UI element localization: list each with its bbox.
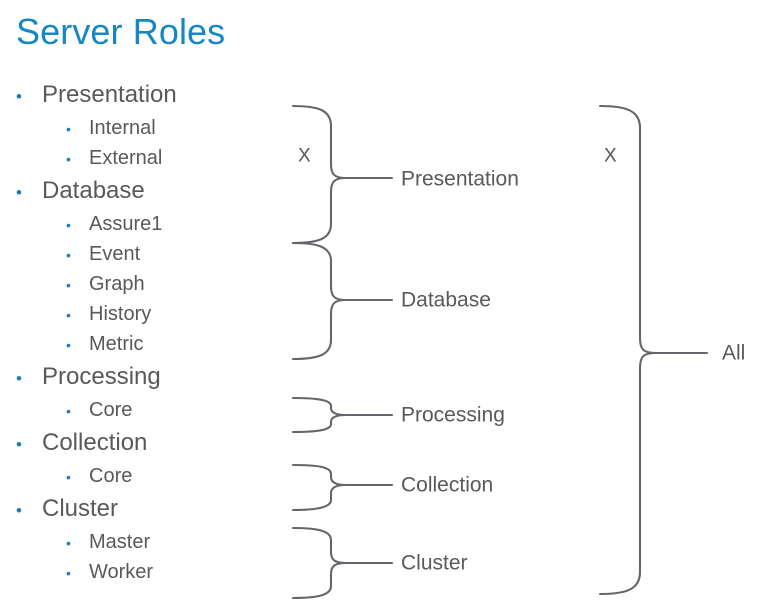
outline-item-label: Database <box>42 177 145 204</box>
group-label-presentation: Presentation <box>401 167 519 191</box>
outline-item-level1: • Collection <box>0 426 285 462</box>
outline-item-level2: • Assure1 <box>0 210 285 240</box>
outline-item-label: History <box>89 303 152 325</box>
bullet-icon: • <box>66 247 71 263</box>
outline-item-level1: • Database <box>0 174 285 210</box>
group-label-collection: Collection <box>401 473 494 497</box>
outline-item-level2: • External <box>0 144 285 174</box>
outline-item-label: Core <box>89 465 133 487</box>
outline-item-label: Assure1 <box>89 213 163 235</box>
outline-item-label: Master <box>89 531 151 553</box>
brace-database <box>291 241 348 361</box>
outline-item-label: Worker <box>89 561 154 583</box>
bullet-icon: • <box>66 217 71 233</box>
bullet-icon: • <box>66 565 71 581</box>
bullet-icon: • <box>66 121 71 137</box>
bullet-icon: • <box>66 469 71 485</box>
outline-item-label: Internal <box>89 117 156 139</box>
bullet-icon: • <box>16 435 22 454</box>
outline-item-level2: • History <box>0 300 285 330</box>
bullet-icon: • <box>66 403 71 419</box>
outline-item-level2: • Metric <box>0 330 285 360</box>
bullet-icon: • <box>16 501 22 520</box>
bullet-icon: • <box>66 307 71 323</box>
outline-item-label: Processing <box>42 363 161 390</box>
multiplier-label-column1: X <box>298 145 311 167</box>
brace-collection <box>291 463 348 512</box>
brace-processing <box>291 396 348 434</box>
outline-item-label: Cluster <box>42 495 119 522</box>
outline-item-level2: • Worker <box>0 558 285 588</box>
outline-item-label: External <box>89 147 163 169</box>
bullet-icon: • <box>16 183 22 202</box>
bullet-icon: • <box>16 87 22 106</box>
bullet-icon: • <box>66 151 71 167</box>
outline-item-level1: • Cluster <box>0 492 285 528</box>
outline-item-label: Collection <box>42 429 148 456</box>
outline-item-level1: • Processing <box>0 360 285 396</box>
group-label-processing: Processing <box>401 403 505 427</box>
bullet-icon: • <box>66 277 71 293</box>
multiplier-label-column2: X <box>604 145 617 167</box>
outline-item-level2: • Master <box>0 528 285 558</box>
outline-item-level2: • Event <box>0 240 285 270</box>
group-label-cluster: Cluster <box>401 551 468 575</box>
brace-cluster <box>291 526 348 600</box>
bullet-icon: • <box>66 535 71 551</box>
outline-item-level1: • Presentation <box>0 78 285 114</box>
outline-item-label: Core <box>89 399 133 421</box>
brace-presentation <box>291 104 348 245</box>
group-label-database: Database <box>401 288 491 312</box>
outline-item-label: Graph <box>89 273 145 295</box>
outline-item-label: Event <box>89 243 141 265</box>
outline-item-level2: • Core <box>0 462 285 492</box>
outline-item-label: Metric <box>89 333 144 355</box>
outline-item-level2: • Internal <box>0 114 285 144</box>
outline-item-level2: • Graph <box>0 270 285 300</box>
page-title: Server Roles <box>16 11 226 52</box>
outline-item-level2: • Core <box>0 396 285 426</box>
bullet-icon: • <box>66 337 71 353</box>
group-label-all: All <box>722 341 746 365</box>
outline-item-label: Presentation <box>42 81 177 108</box>
server-roles-outline: • Presentation • Internal • External • Database… <box>0 78 285 588</box>
bullet-icon: • <box>16 369 22 388</box>
brace-all <box>598 104 658 596</box>
